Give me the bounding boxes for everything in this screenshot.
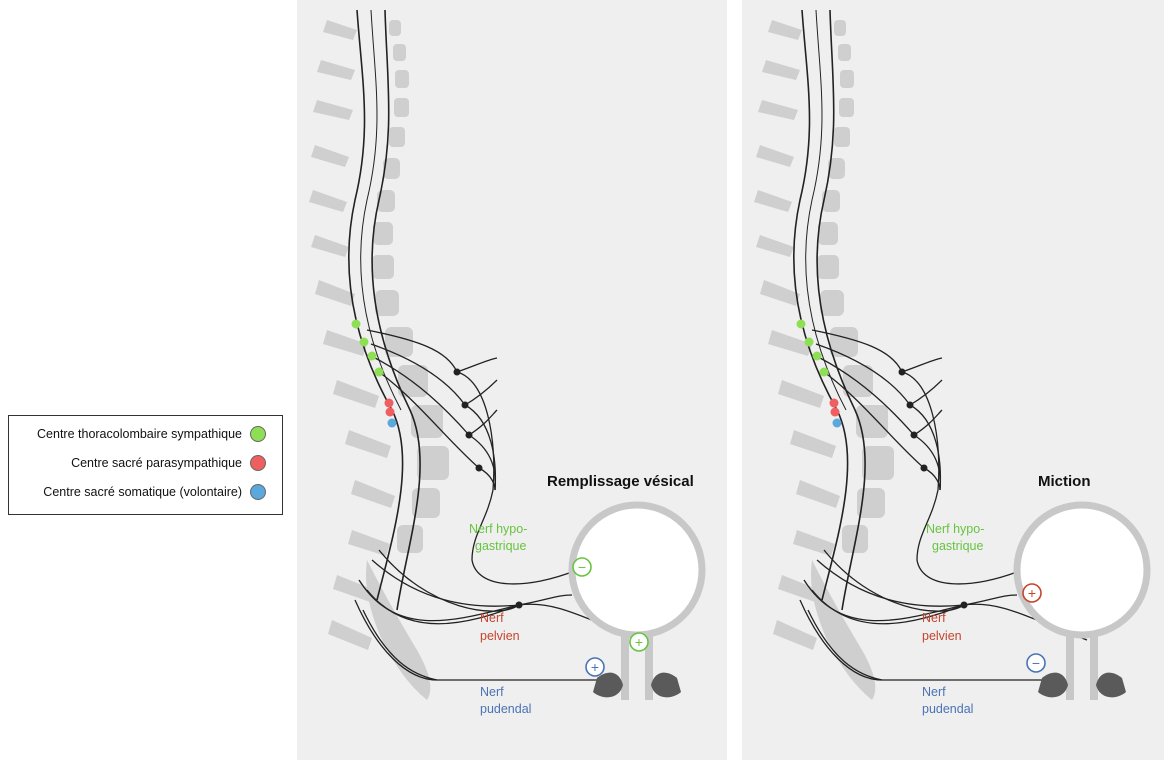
hypogastric-label-line2: gastrique bbox=[932, 539, 983, 553]
pudendal-label-line2: pudendal bbox=[922, 702, 973, 716]
sign-symbol: + bbox=[1028, 585, 1036, 601]
sign-bladder-wall: + bbox=[1023, 584, 1041, 602]
pelvic-label-line1: Nerf bbox=[480, 611, 504, 625]
hypogastric-label-line1: Nerf hypo- bbox=[469, 522, 527, 536]
pelvic-label-line1: Nerf bbox=[922, 611, 946, 625]
panel-voiding: Miction Nerf hypo- gastrique Nerf pelvie… bbox=[742, 0, 1164, 760]
sign-symbol: − bbox=[578, 559, 586, 575]
pelvic-label-line2: pelvien bbox=[922, 629, 962, 643]
pudendal-label-line1: Nerf bbox=[480, 685, 504, 699]
sign-bladder-neck: + bbox=[630, 633, 648, 651]
pelvic-label-line2: pelvien bbox=[480, 629, 520, 643]
pudendal-label-line2: pudendal bbox=[480, 702, 531, 716]
hypogastric-label-line2: gastrique bbox=[475, 539, 526, 553]
hypogastric-label-line1: Nerf hypo- bbox=[926, 522, 984, 536]
panel-filling: Remplissage vésical Nerf hypo- gastrique… bbox=[297, 0, 727, 760]
sign-symbol: − bbox=[1032, 655, 1040, 671]
panel-title: Miction bbox=[1038, 473, 1091, 490]
sign-symbol: + bbox=[591, 659, 599, 675]
panel-title: Remplissage vésical bbox=[547, 473, 694, 490]
sign-symbol: + bbox=[635, 634, 643, 650]
sign-external-sphincter: + bbox=[586, 658, 604, 676]
sign-bladder-wall: − bbox=[573, 558, 591, 576]
pudendal-label-line1: Nerf bbox=[922, 685, 946, 699]
sign-external-sphincter: − bbox=[1027, 654, 1045, 672]
